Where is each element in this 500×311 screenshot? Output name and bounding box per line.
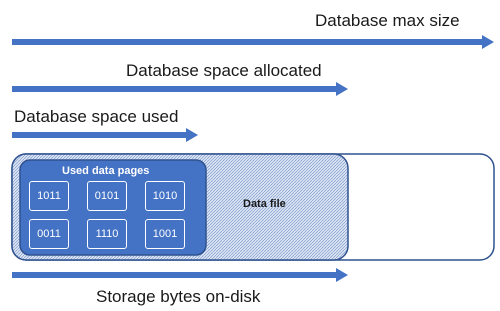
data-page: 1010 bbox=[145, 181, 185, 211]
arrow-allocated bbox=[12, 82, 348, 96]
data-page: 1001 bbox=[145, 219, 185, 249]
max-size-label: Database max size bbox=[315, 11, 460, 30]
data-page: 1110 bbox=[87, 219, 127, 249]
data-page: 0101 bbox=[87, 181, 127, 211]
arrow-max-size bbox=[12, 35, 494, 49]
data-page: 0011 bbox=[29, 219, 69, 249]
data-page: 1011 bbox=[29, 181, 69, 211]
allocated-label: Database space allocated bbox=[126, 61, 322, 80]
used-data-pages-title: Used data pages bbox=[62, 165, 150, 177]
used-label: Database space used bbox=[14, 107, 179, 126]
arrow-used bbox=[12, 128, 198, 142]
data-file-label: Data file bbox=[243, 198, 286, 210]
storage-label: Storage bytes on-disk bbox=[96, 287, 261, 306]
arrow-storage bbox=[12, 268, 348, 282]
